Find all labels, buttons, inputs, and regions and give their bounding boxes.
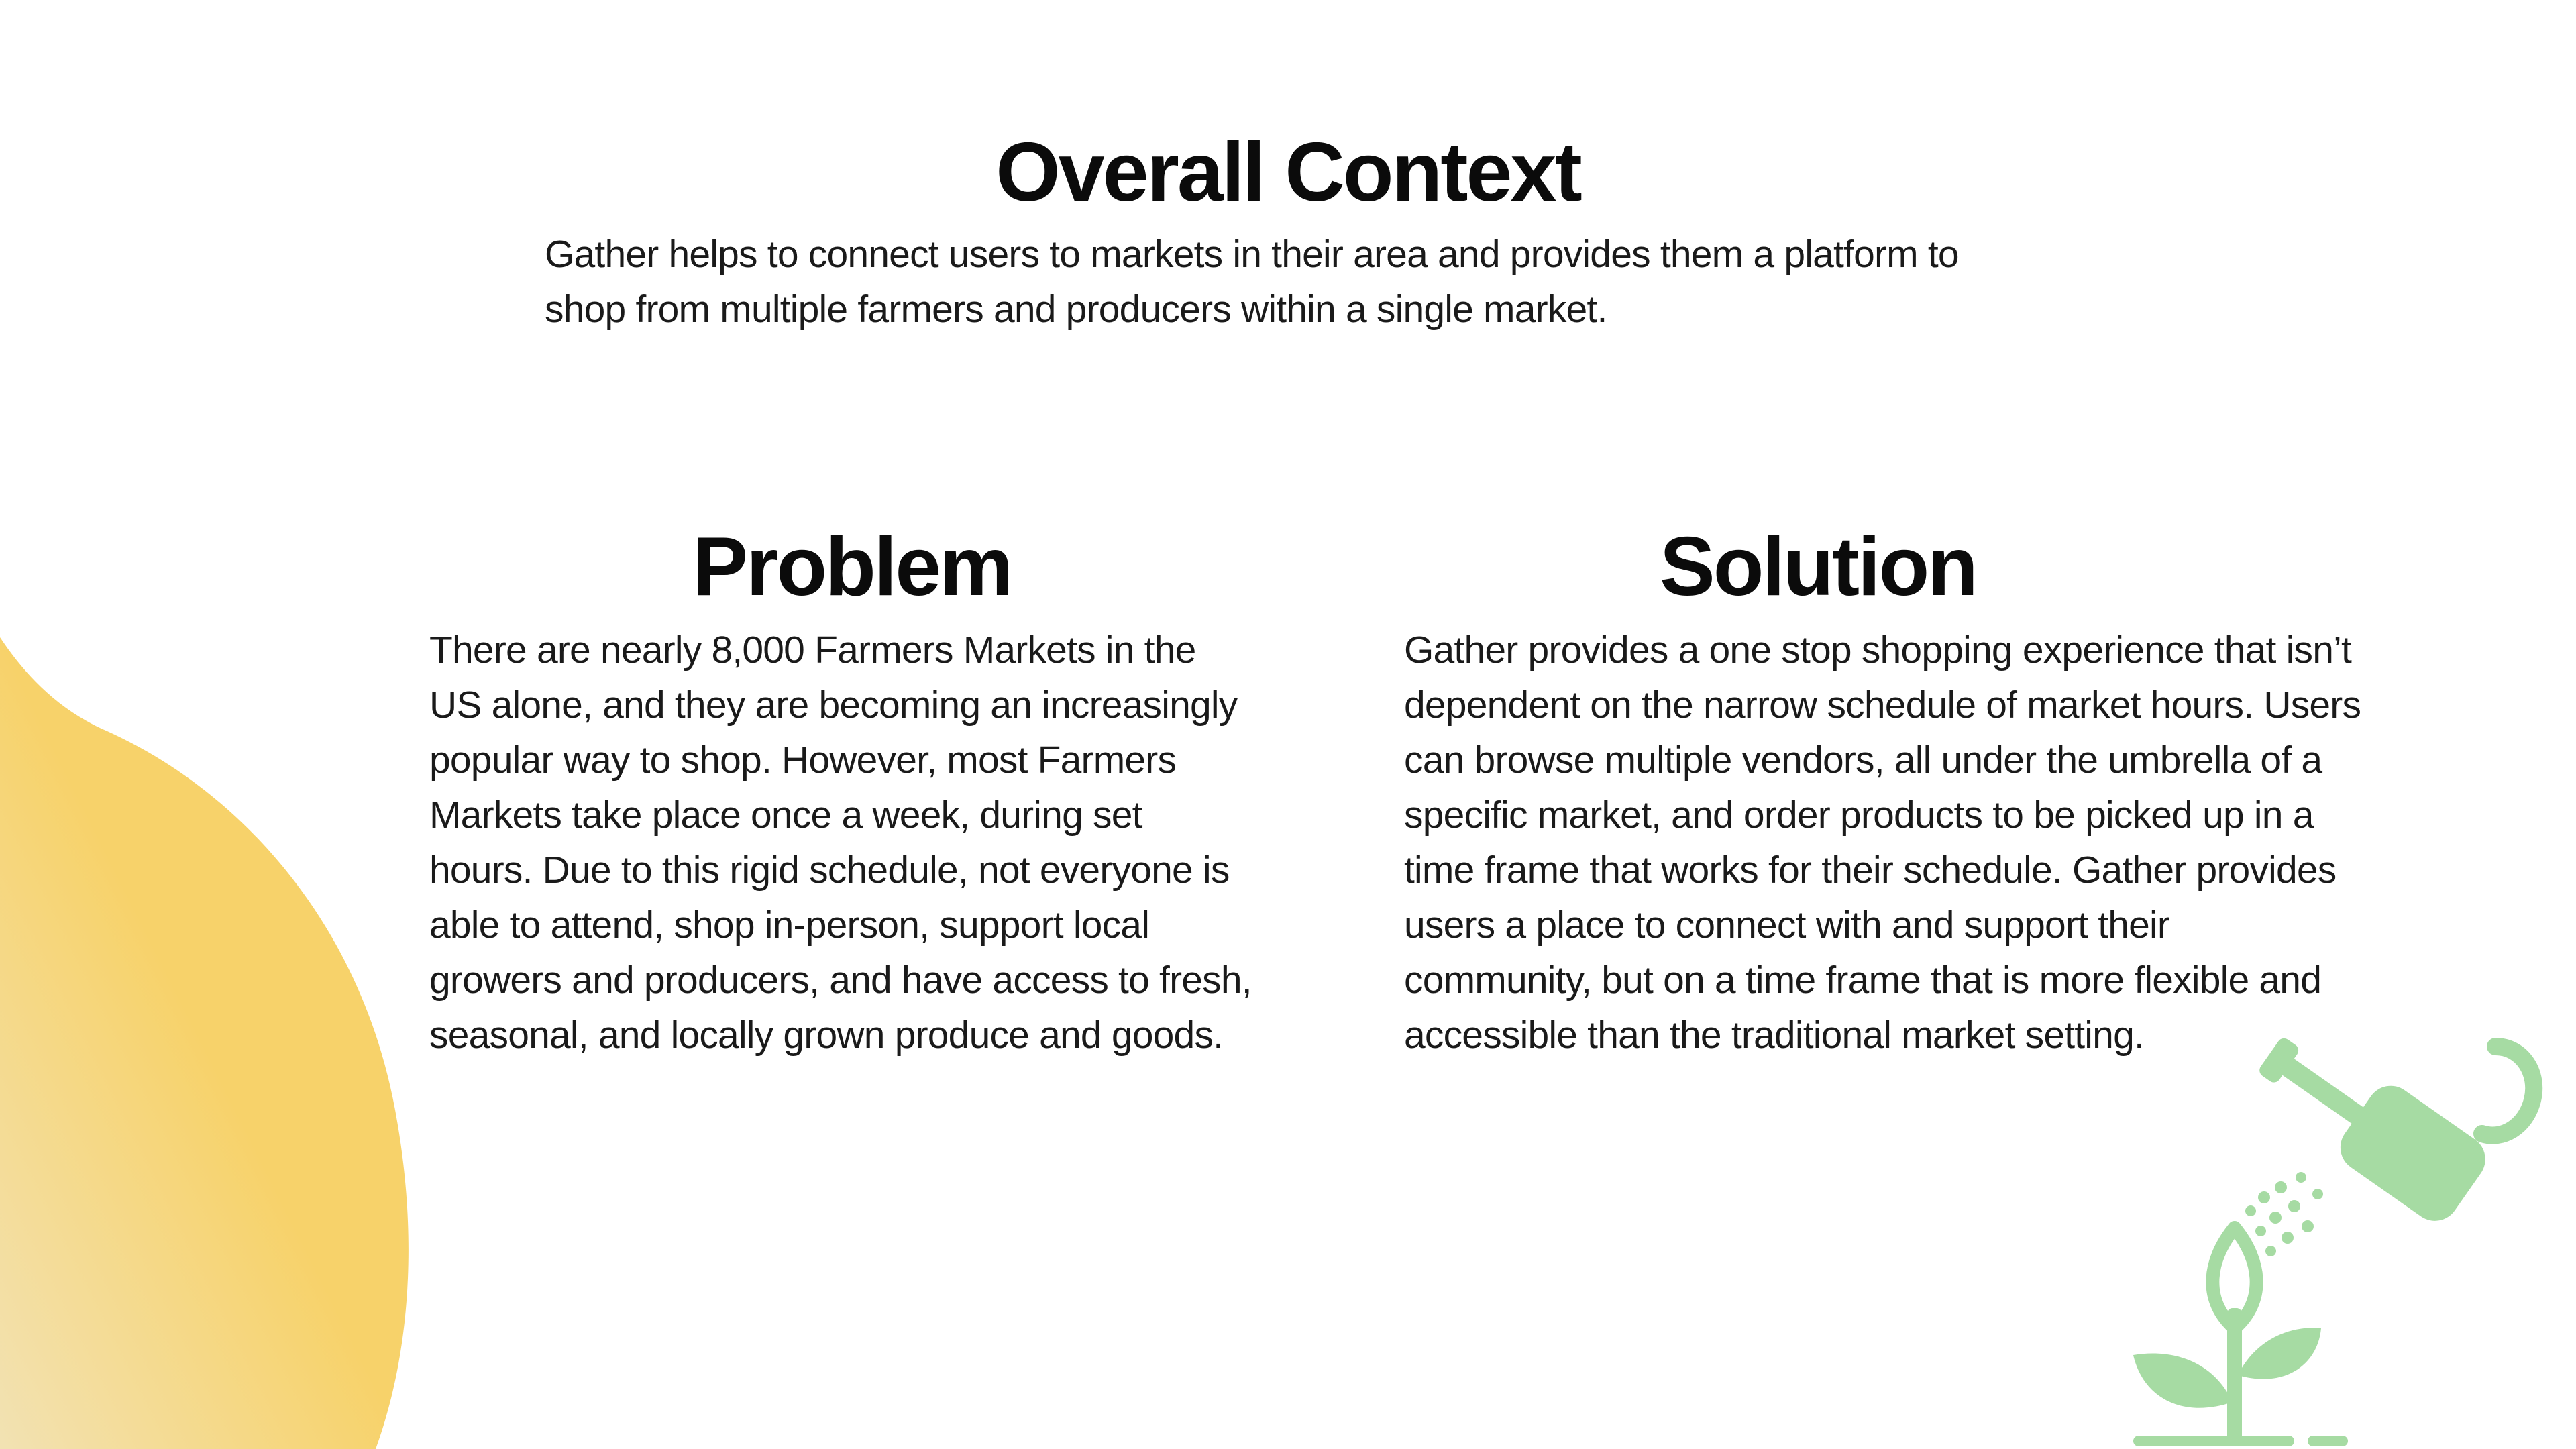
solution-title: Solution (1660, 521, 1978, 613)
problem-text: There are nearly 8,000 Farmers Markets i… (429, 629, 1252, 1057)
watering-can-sprout-icon (2133, 1038, 2543, 1446)
overall-context-text: Gather helps to connect users to markets… (545, 233, 1960, 331)
problem-title: Problem (692, 521, 1013, 613)
overall-context-title: Overall Context (996, 126, 1582, 219)
solution-text: Gather provides a one stop shopping expe… (1404, 629, 2361, 1057)
